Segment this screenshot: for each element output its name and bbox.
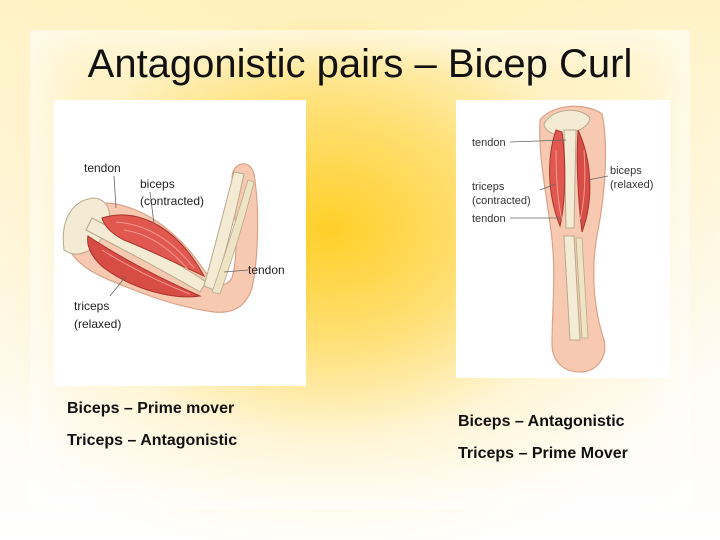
triceps-muscle bbox=[87, 235, 202, 298]
label-tendon-top: tendon bbox=[472, 137, 506, 149]
forearm-bone-2 bbox=[575, 237, 589, 339]
label-biceps-state: (contracted) bbox=[140, 194, 204, 208]
forearm-bone bbox=[563, 235, 581, 341]
label-biceps: biceps bbox=[610, 165, 642, 177]
triceps-muscle bbox=[549, 129, 566, 228]
triceps-striation bbox=[101, 249, 191, 295]
slide-title: Antagonistic pairs – Bicep Curl bbox=[87, 42, 633, 86]
straight-arm-illustration: tendon triceps (contracted) tendon bicep… bbox=[472, 105, 653, 373]
label-triceps: triceps bbox=[472, 181, 505, 193]
label-biceps-state: (relaxed) bbox=[610, 179, 653, 191]
pointer-line bbox=[113, 175, 117, 209]
caption-left-biceps: Biceps – Prime mover bbox=[67, 400, 235, 417]
muscle-striation bbox=[555, 149, 586, 221]
scapula-bone bbox=[62, 197, 110, 255]
caption-left-triceps: Triceps – Antagonistic bbox=[67, 432, 238, 449]
label-tendon-top: tendon bbox=[84, 161, 121, 175]
label-biceps: biceps bbox=[140, 177, 175, 191]
forearm-bone-2 bbox=[211, 179, 255, 295]
bent-arm-illustration: tendon biceps (contracted) tendon tricep… bbox=[62, 161, 285, 331]
biceps-striation bbox=[115, 221, 195, 273]
caption-right-biceps: Biceps – Antagonistic bbox=[458, 413, 625, 430]
pointer-line bbox=[149, 191, 155, 225]
pointer-line bbox=[587, 175, 609, 181]
label-tendon-bottom: tendon bbox=[472, 213, 506, 225]
diagram-straight-arm: tendon triceps (contracted) tendon bicep… bbox=[456, 100, 670, 378]
pointer-line bbox=[509, 139, 567, 143]
label-tendon-right: tendon bbox=[248, 263, 285, 277]
label-triceps-state: (relaxed) bbox=[74, 317, 121, 331]
humerus-bone bbox=[563, 129, 577, 229]
pointer-line bbox=[223, 269, 249, 273]
pointer-line bbox=[109, 275, 127, 297]
biceps-muscle bbox=[576, 129, 591, 233]
diagram-bent-arm: tendon biceps (contracted) tendon tricep… bbox=[54, 100, 306, 386]
label-triceps: triceps bbox=[74, 299, 109, 313]
pointer-line bbox=[539, 183, 557, 191]
caption-right-triceps: Triceps – Prime Mover bbox=[458, 445, 628, 462]
label-triceps-state: (contracted) bbox=[472, 195, 531, 207]
shoulder-bone bbox=[543, 109, 591, 135]
